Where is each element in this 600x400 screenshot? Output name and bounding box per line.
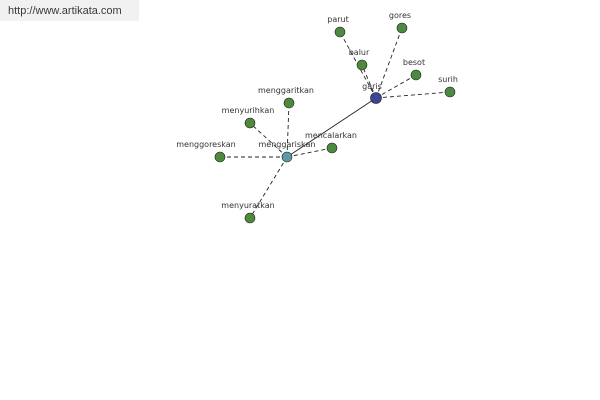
node-dot-surih[interactable]	[444, 86, 456, 98]
node-dot-besot[interactable]	[410, 69, 422, 81]
node-mencalarkan[interactable]: mencalarkan	[305, 131, 357, 154]
node-menggariskan[interactable]: menggariskan	[259, 140, 316, 163]
node-dot-gores[interactable]	[396, 22, 408, 34]
node-label-surih[interactable]: surih	[438, 75, 458, 84]
edge-menggariskan-menyuratkan	[249, 156, 288, 219]
node-label-menggoreskan[interactable]: menggoreskan	[176, 140, 236, 149]
edge-menggariskan-menggaritkan	[286, 102, 290, 158]
node-label-gores[interactable]: gores	[389, 11, 411, 20]
edge-menggariskan-menyurihkan	[249, 122, 288, 158]
node-label-garis[interactable]: garis	[362, 82, 382, 91]
node-dot-balur[interactable]	[356, 59, 368, 71]
node-label-parut[interactable]: parut	[327, 15, 348, 24]
edge-garis-balur	[361, 64, 377, 99]
node-dot-parut[interactable]	[334, 26, 346, 38]
node-garis[interactable]: garis	[362, 82, 382, 104]
node-dot-menggariskan[interactable]	[281, 151, 293, 163]
edge-garis-besot	[375, 74, 417, 99]
node-dot-menggoreskan[interactable]	[214, 151, 226, 163]
node-dot-garis[interactable]	[370, 92, 382, 104]
node-besot[interactable]: besot	[403, 58, 425, 81]
edge-garis-surih	[375, 91, 451, 99]
node-label-menyuratkan[interactable]: menyuratkan	[221, 201, 274, 210]
node-dot-mencalarkan[interactable]	[326, 142, 338, 154]
graph-nodes: garis parut gores balur besot surih menggarisk…	[176, 11, 458, 224]
site-url[interactable]: http://www.artikata.com	[0, 0, 139, 21]
node-surih[interactable]: surih	[438, 75, 458, 98]
node-label-menyurihkan[interactable]: menyurihkan	[222, 106, 275, 115]
node-label-mencalarkan[interactable]: mencalarkan	[305, 131, 357, 140]
node-dot-menggaritkan[interactable]	[283, 97, 295, 109]
node-label-balur[interactable]: balur	[349, 48, 370, 57]
node-label-besot[interactable]: besot	[403, 58, 425, 67]
node-dot-menyurihkan[interactable]	[244, 117, 256, 129]
node-balur[interactable]: balur	[349, 48, 370, 71]
edge-menggariskan-mencalarkan	[286, 147, 333, 158]
node-parut[interactable]: parut	[327, 15, 349, 38]
node-gores[interactable]: gores	[389, 11, 411, 34]
edge-garis-menggariskan	[286, 97, 377, 158]
node-menggoreskan[interactable]: menggoreskan	[176, 140, 236, 163]
node-label-menggariskan[interactable]: menggariskan	[259, 140, 316, 149]
node-menyurihkan[interactable]: menyurihkan	[222, 106, 275, 129]
node-dot-menyuratkan[interactable]	[244, 212, 256, 224]
node-label-menggaritkan[interactable]: menggaritkan	[258, 86, 314, 95]
edge-garis-gores	[375, 27, 403, 99]
node-menggaritkan[interactable]: menggaritkan	[258, 86, 314, 109]
node-menyuratkan[interactable]: menyuratkan	[221, 201, 275, 224]
